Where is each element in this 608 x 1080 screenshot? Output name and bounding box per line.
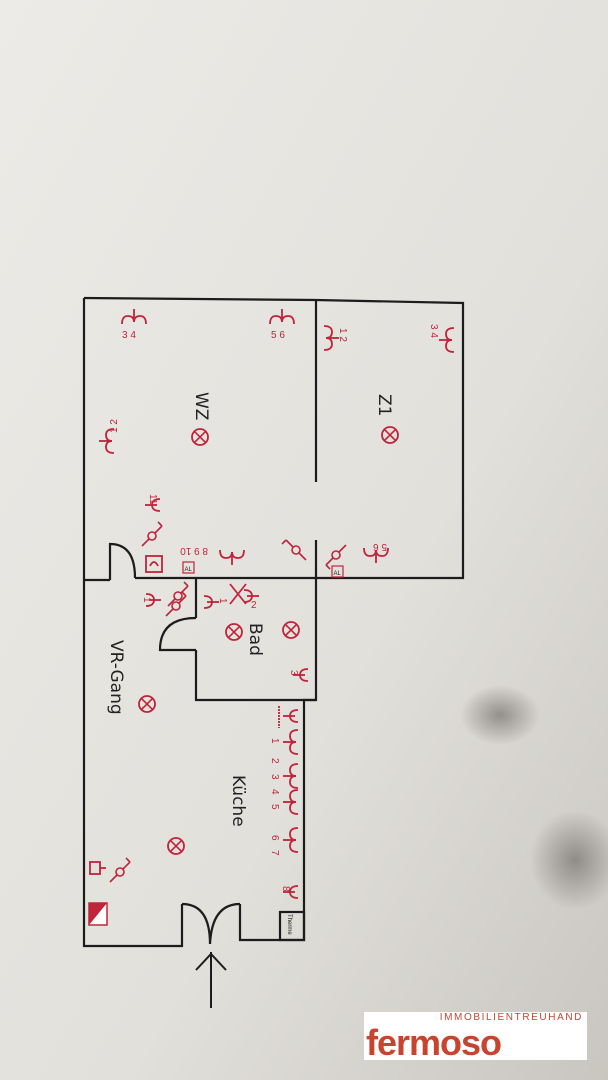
socket-label: 1 — [269, 738, 280, 744]
socket-label: 2 — [269, 758, 280, 764]
socket-label: 3 — [288, 670, 299, 676]
logo-tagline: IMMOBILIENTREUHAND — [439, 1012, 583, 1023]
paper-stain — [460, 685, 540, 745]
socket-label: 5 — [269, 804, 280, 810]
socket-label: 3 4 — [122, 330, 136, 341]
entrance-arrow-icon — [195, 952, 227, 1008]
wall-outlet-icon — [229, 583, 247, 605]
bath-door — [158, 616, 197, 652]
socket-label: 1 — [217, 598, 228, 604]
socket-label: 4 — [269, 789, 280, 795]
distribution-box-icon — [331, 565, 344, 578]
room-label-vr-gang: VR-Gang — [106, 640, 126, 715]
socket-label: 1 2 — [337, 328, 348, 342]
fermoso-logo: IMMOBILIENTREUHAND fermoso — [364, 1012, 587, 1060]
walls — [82, 296, 465, 948]
distribution-box-label: AL — [185, 567, 193, 573]
paper-stain — [530, 810, 608, 910]
socket-label: 1 — [141, 597, 152, 603]
meter-panel-icon — [88, 902, 108, 926]
kitchen-socket-row: 1 2 3 4 5 6 7 8 — [269, 706, 299, 899]
socket-label: 7 — [269, 850, 280, 856]
doorbell-icon — [89, 861, 106, 875]
socket-label: 3 — [269, 774, 280, 780]
socket-label: 11 — [147, 494, 158, 505]
socket-label: 8 9 10 — [180, 545, 208, 556]
socket-label: 2 — [251, 600, 257, 611]
intercom-icon — [149, 561, 159, 567]
distribution-box-icon — [182, 561, 195, 574]
socket-label: 5 6 — [271, 330, 285, 341]
room-label-kueche: Küche — [228, 775, 248, 827]
socket-label: 1 2 — [109, 419, 120, 433]
entrance-door — [181, 902, 241, 945]
room-label-wz: WZ — [191, 392, 211, 420]
socket-label: 8 — [280, 886, 291, 892]
room-label-bad: Bad — [245, 623, 265, 656]
socket-label: 3 4 — [428, 324, 439, 338]
distribution-box-label: AL — [334, 571, 342, 577]
wz-door — [108, 542, 137, 580]
socket-label: 6 — [269, 835, 280, 841]
boiler-box — [278, 910, 306, 942]
intercom-icon — [145, 555, 163, 573]
socket-label: 5 6 — [373, 541, 387, 552]
boiler-label: Therme — [286, 914, 292, 935]
logo-name: fermoso — [366, 1022, 502, 1061]
room-label-z1: Z1 — [374, 394, 394, 416]
